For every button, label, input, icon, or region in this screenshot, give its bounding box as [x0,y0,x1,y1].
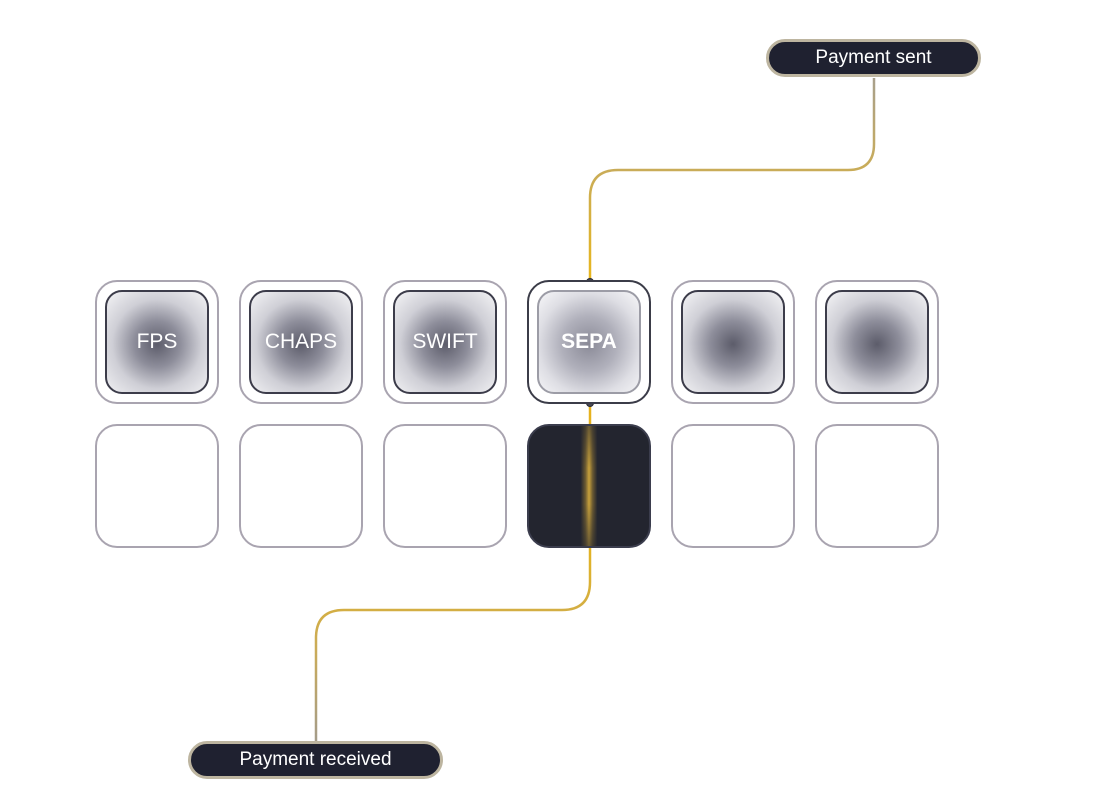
rail-tile-label [681,290,785,394]
connector-received-line [314,546,592,741]
rail-slot-active [527,424,651,548]
rail-tile-label [825,290,929,394]
rail-tile-sepa[interactable]: SEPA [527,280,651,404]
rail-slot-1 [95,424,219,548]
rail-tile-label: CHAPS [249,290,353,394]
rail-tile-blank-1[interactable] [671,280,795,404]
rail-tile-label: FPS [105,290,209,394]
rail-tile-fps[interactable]: FPS [95,280,219,404]
connector-sent-line [588,78,876,281]
rail-tile-chaps[interactable]: CHAPS [239,280,363,404]
rail-tile-label: SEPA [537,290,641,394]
rail-slot-6 [815,424,939,548]
rail-slot-2 [239,424,363,548]
rail-tile-blank-2[interactable] [815,280,939,404]
payment-sent-label: Payment sent [766,39,981,77]
rail-tile-label: SWIFT [393,290,497,394]
rail-tile-swift[interactable]: SWIFT [383,280,507,404]
rail-slot-3 [383,424,507,548]
rail-slot-5 [671,424,795,548]
payment-received-label: Payment received [188,741,443,779]
